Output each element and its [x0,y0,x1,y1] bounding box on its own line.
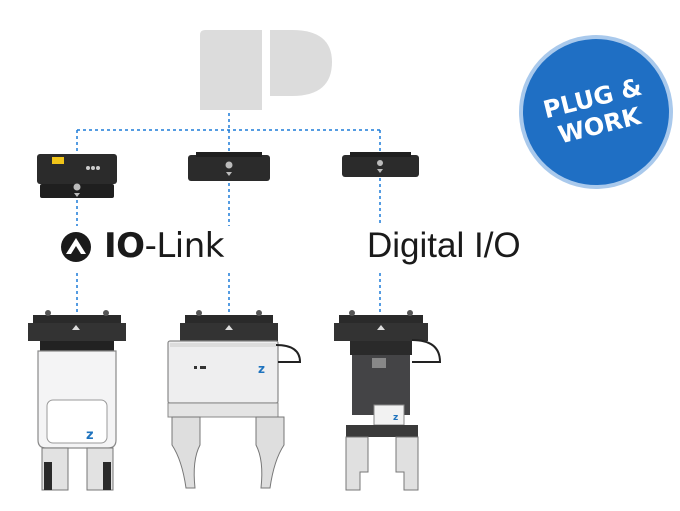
io-link-module-2 [188,152,270,181]
zimmer-logo-icon: z [86,428,94,443]
digital-io-label: Digital I/O [367,226,521,265]
gripper-digital-io: z [334,310,442,491]
io-link-label-rest: -Link [144,226,225,266]
connection-lines [76,113,381,312]
io-link-label-bold: IO [104,226,145,266]
gripper-io-link-white: z [28,310,126,491]
gripper-io-link-wide: z [167,310,302,489]
io-link-module [37,154,117,198]
robot-arm-icon [200,30,332,110]
io-link-label: IO-Link [104,226,224,266]
svg-text:z: z [258,362,265,376]
io-link-logo-icon [61,232,91,262]
svg-text:z: z [393,413,398,423]
digital-io-module [342,152,419,177]
